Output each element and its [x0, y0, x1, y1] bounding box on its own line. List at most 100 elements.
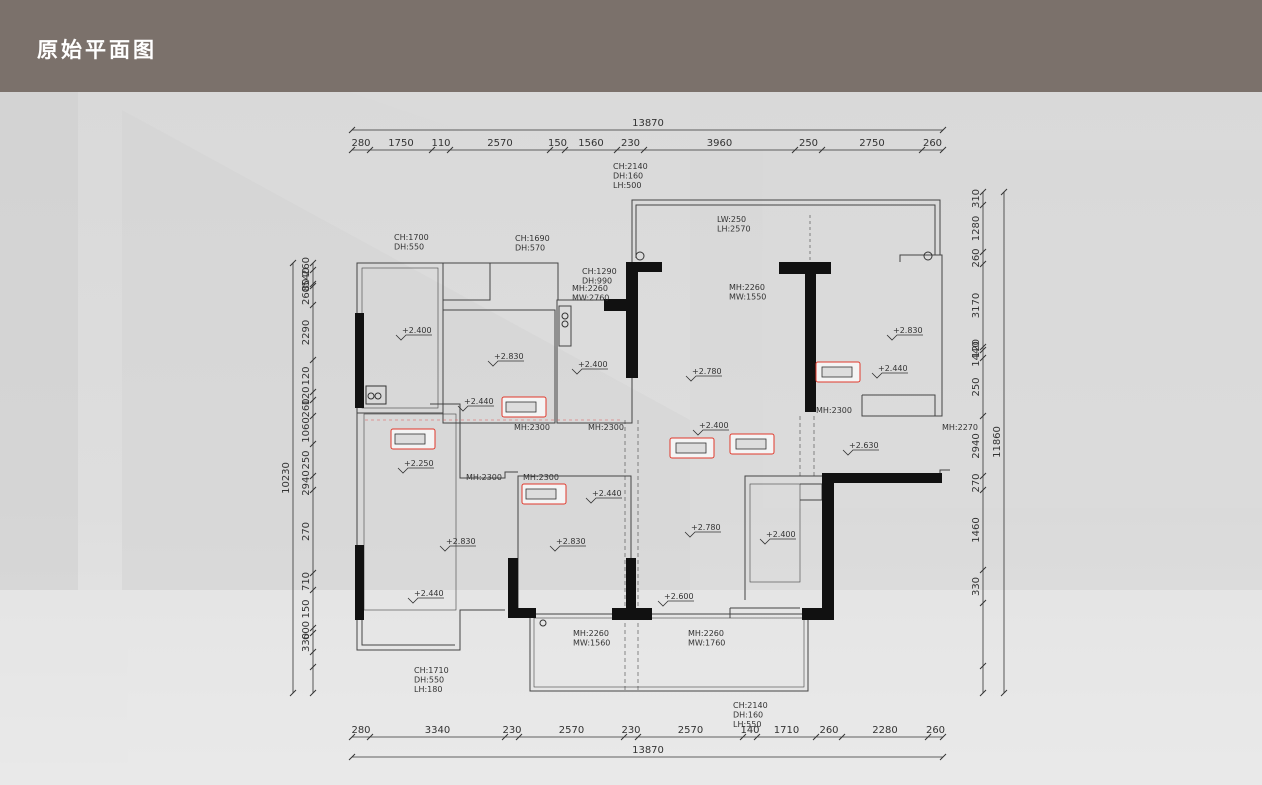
note-balcony-beam: LH:2570 [717, 225, 751, 234]
dim-top-segment: 1750 [388, 138, 413, 149]
note-bath-door: MH:2260 [572, 284, 608, 293]
fixtures [365, 251, 933, 627]
note-bottom-left-window: CH:1710 [414, 666, 449, 675]
dim-bottom-segment: 1710 [774, 725, 799, 736]
elevation-label: +2.830 [446, 537, 476, 546]
elevation-label: +2.440 [464, 397, 494, 406]
note-bottom-door1: MH:2260 [573, 629, 609, 638]
ac-unit [669, 437, 715, 459]
dim-right-segment: 2940 [971, 433, 982, 458]
elevation-label: +2.250 [404, 459, 434, 468]
elevation-marker: +2.400 [759, 530, 796, 545]
elevation-marker: +2.780 [684, 523, 721, 538]
header-bar: 原始平面图 [0, 0, 1262, 92]
elevation-marker: +2.780 [685, 367, 722, 382]
ac-unit [815, 361, 861, 383]
elevation-label: +2.830 [893, 326, 923, 335]
dim-right-segment: 1280 [971, 216, 982, 241]
dim-left-segment: 540 [301, 267, 312, 286]
note-bath-window: CH:1290 [582, 267, 617, 276]
dim-left-segment: 600 [301, 621, 312, 640]
page-title: 原始平面图 [37, 38, 157, 62]
elevation-label: +2.600 [664, 592, 694, 601]
door-height-label: MH:2270 [942, 423, 978, 432]
dim-top-segment: 150 [548, 138, 567, 149]
note-bottom-window: LH:550 [733, 720, 761, 729]
dim-right-segment: 250 [971, 377, 982, 396]
elevation-marker: +2.400 [395, 326, 432, 341]
dim-left-segment: 1060 [301, 417, 312, 442]
note-bottom-door2: MH:2260 [688, 629, 724, 638]
dim-bottom-segment: 2570 [559, 725, 584, 736]
elevation-marker: +2.440 [457, 397, 494, 412]
dim-left-segment: 120 [301, 386, 312, 405]
note-bedroom1-window: DH:550 [394, 243, 424, 252]
door-height-label: MH:2300 [588, 423, 624, 432]
note-bottom-left-window: DH:550 [414, 676, 444, 685]
elevation-label: +2.400 [578, 360, 608, 369]
dim-left-segment: 260 [301, 257, 312, 276]
dim-bottom-segment: 230 [502, 725, 521, 736]
note-balcony-beam: LW:250 [717, 215, 746, 224]
elevation-label: +2.400 [402, 326, 432, 335]
note-bedroom2-window: CH:1690 [515, 234, 550, 243]
dim-top-segment: 230 [621, 138, 640, 149]
dim-top-total: 13870 [632, 118, 664, 129]
right-dimension-line: 3101280260317012014402502940270146033011… [971, 188, 1008, 697]
note-bottom-window: CH:2140 [733, 701, 768, 710]
note-top-window: DH:160 [613, 172, 643, 181]
dim-top-segment: 2570 [487, 138, 512, 149]
left-dimension-line: 2605408026022901201202601060250294027071… [281, 257, 317, 697]
spec-notes: CH:2140DH:160LH:500CH:1700DH:550CH:1690D… [394, 162, 768, 729]
door-height-label: MH:2300 [466, 473, 502, 482]
note-bedroom2-window: DH:570 [515, 244, 545, 253]
note-bath-door: MW:2760 [572, 294, 609, 303]
dim-top-segment: 3960 [707, 138, 732, 149]
elevation-marker: +2.440 [407, 589, 444, 604]
dim-left-segment: 120 [301, 366, 312, 385]
door-height-label: MH:2300 [514, 423, 550, 432]
dim-left-segment: 250 [301, 450, 312, 469]
note-bath-window: DH:990 [582, 277, 612, 286]
dim-top-segment: 1560 [578, 138, 603, 149]
ac-units [390, 361, 861, 505]
dim-top-segment: 260 [923, 138, 942, 149]
dim-top-segment: 2750 [859, 138, 884, 149]
dim-left-segment: 710 [301, 572, 312, 591]
dim-right-segment: 310 [971, 189, 982, 208]
dim-right-segment: 3170 [971, 293, 982, 318]
ac-unit [390, 428, 436, 450]
dim-bottom-segment: 260 [926, 725, 945, 736]
elevation-marker: +2.250 [397, 459, 434, 474]
dim-right-segment: 330 [971, 577, 982, 596]
note-bottom-door2: MW:1760 [688, 639, 725, 648]
dim-bottom-segment: 3340 [425, 725, 450, 736]
dim-top-segment: 280 [351, 138, 370, 149]
elevation-label: +2.400 [766, 530, 796, 539]
elevation-label: +2.440 [878, 364, 908, 373]
dim-right-segment: 120 [971, 339, 982, 358]
elevation-label: +2.440 [414, 589, 444, 598]
dim-left-segment: 80 [301, 279, 312, 292]
note-bottom-door1: MW:1560 [573, 639, 610, 648]
elevation-marker: +2.440 [585, 489, 622, 504]
elevation-marker: +2.830 [439, 537, 476, 552]
dim-right-segment: 270 [971, 473, 982, 492]
note-living-door: MH:2260 [729, 283, 765, 292]
door-height-label: MH:2300 [523, 473, 559, 482]
dim-right-segment: 260 [971, 248, 982, 267]
ac-unit [729, 433, 775, 455]
elevation-marker: +2.440 [871, 364, 908, 379]
ac-unit [521, 483, 567, 505]
dim-left-segment: 150 [301, 599, 312, 618]
note-bottom-window: DH:160 [733, 711, 763, 720]
dim-left-segment: 2940 [301, 470, 312, 495]
elevation-marker: +2.830 [886, 326, 923, 341]
elevation-markers: +2.400 +2.830 +2.400 +2.440 +2.780 +2.830 +2.4… [395, 326, 923, 607]
elevation-label: +2.400 [699, 421, 729, 430]
dim-top-segment: 110 [431, 138, 450, 149]
dim-bottom-segment: 2280 [872, 725, 897, 736]
